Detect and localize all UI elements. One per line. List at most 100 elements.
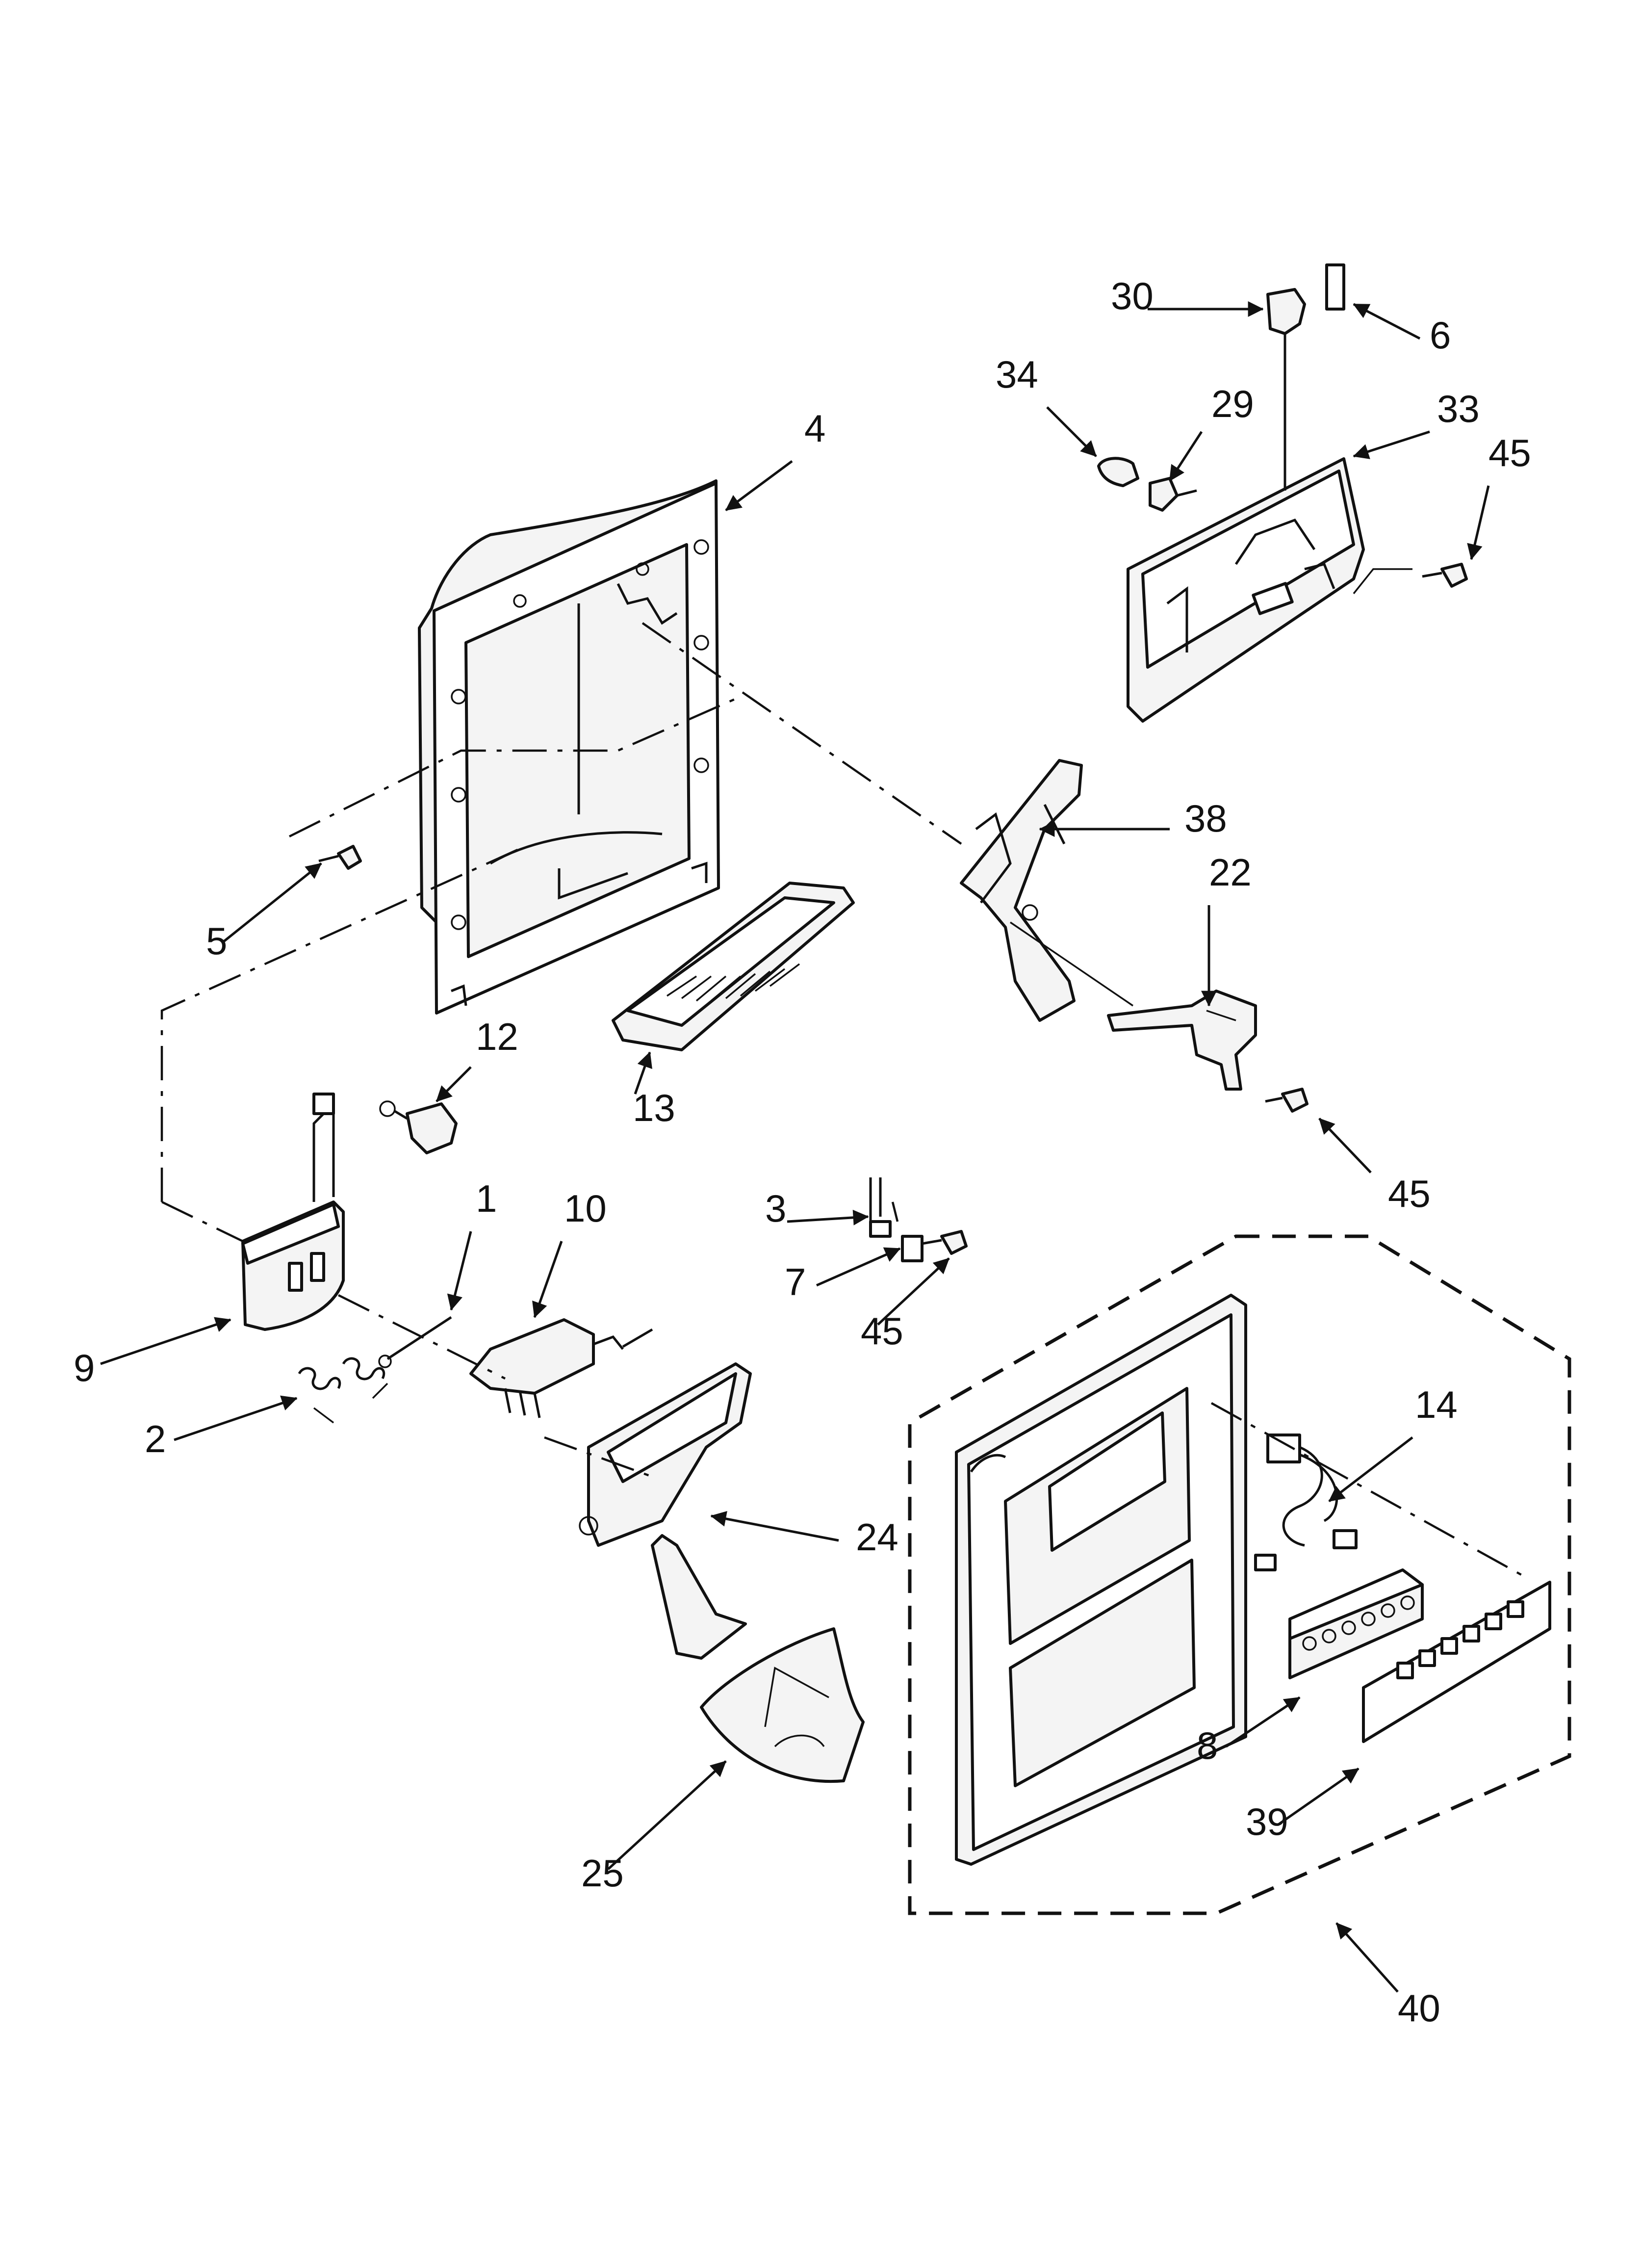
callout-arrow	[1353, 430, 1430, 459]
callout-label: 6	[1430, 313, 1451, 357]
callout-arrow	[1467, 485, 1490, 560]
callout-label: 45	[1388, 1172, 1431, 1215]
part-30-switch	[1266, 288, 1306, 491]
callout-label: 3	[765, 1187, 786, 1230]
callout-label: 2	[145, 1417, 166, 1460]
callout-label: 30	[1111, 274, 1154, 317]
part-9-solenoid	[241, 1093, 345, 1331]
callout-arrow	[1277, 1767, 1360, 1826]
callout-40: 40	[1335, 1922, 1440, 2030]
callout-label: 9	[74, 1346, 95, 1389]
callout-6: 6	[1353, 303, 1451, 357]
callout-45a: 45	[1467, 431, 1531, 560]
callout-2: 2	[145, 1395, 298, 1460]
callout-30: 30	[1111, 274, 1264, 317]
part-34-bulb	[1097, 457, 1139, 487]
callout-label: 4	[804, 407, 825, 450]
callout-arrow	[607, 1760, 727, 1870]
callout-label: 34	[996, 353, 1038, 396]
part-45-screw-right	[1265, 1088, 1308, 1113]
callout-arrow	[1335, 1922, 1399, 1993]
part-2-springs	[298, 1357, 388, 1424]
callout-label: 13	[633, 1086, 675, 1129]
part-6-plate	[1325, 263, 1345, 311]
callout-label: 1	[476, 1177, 497, 1220]
callout-45c: 45	[861, 1257, 950, 1353]
callout-arrow	[1318, 1118, 1372, 1173]
callout-22: 22	[1201, 851, 1252, 1007]
callout-arrow	[710, 1511, 839, 1542]
callout-arrow	[222, 862, 322, 943]
part-5-screw	[318, 845, 362, 870]
part-39-panel	[1362, 1581, 1551, 1743]
callout-arrow	[1225, 1696, 1301, 1748]
callout-45b: 45	[1318, 1118, 1431, 1215]
callout-label: 8	[1197, 1724, 1218, 1767]
part-1-pin	[378, 1316, 452, 1368]
callout-8: 8	[1197, 1696, 1301, 1767]
callout-9: 9	[74, 1317, 231, 1389]
callout-39: 39	[1246, 1767, 1360, 1843]
part-7-shim	[901, 1235, 924, 1262]
part-45-screw-top	[1353, 563, 1468, 595]
callout-arrow	[174, 1395, 298, 1441]
callout-29: 29	[1168, 382, 1254, 482]
callout-7: 7	[785, 1247, 901, 1303]
callout-arrow	[816, 1247, 901, 1287]
callout-label: 45	[1488, 431, 1531, 474]
callout-10: 10	[532, 1187, 607, 1318]
callout-12: 12	[436, 1015, 518, 1102]
callout-arrow	[436, 1066, 472, 1102]
callout-label: 10	[564, 1187, 607, 1230]
callout-label: 14	[1415, 1383, 1458, 1426]
callout-arrow	[100, 1317, 231, 1365]
part-13-grille	[612, 882, 855, 1051]
callout-arrow	[1328, 1436, 1413, 1502]
callout-24: 24	[710, 1511, 898, 1559]
callout-1: 1	[447, 1177, 497, 1311]
callout-3: 3	[765, 1187, 869, 1230]
part-4-housing	[418, 479, 720, 1015]
callout-13: 13	[633, 1051, 675, 1129]
part-22-lever	[1107, 990, 1257, 1091]
part-10-actuator	[469, 1318, 653, 1418]
callout-5: 5	[206, 862, 322, 963]
callout-arrow	[1168, 431, 1203, 482]
callout-38: 38	[1039, 797, 1227, 840]
alignment-lines	[160, 622, 1531, 1581]
callout-label: 29	[1211, 382, 1254, 425]
callout-label: 38	[1184, 797, 1227, 840]
callout-label: 7	[785, 1260, 806, 1303]
callout-label: 39	[1246, 1800, 1288, 1843]
callout-label: 22	[1209, 851, 1252, 894]
callout-34: 34	[996, 353, 1097, 457]
part-12-plunger	[379, 1100, 458, 1154]
callout-arrow	[787, 1209, 869, 1225]
callout-33: 33	[1353, 387, 1480, 459]
callout-4: 4	[725, 407, 825, 512]
callout-arrow	[447, 1231, 472, 1311]
callout-label: 24	[856, 1515, 898, 1559]
callout-label: 45	[861, 1309, 903, 1353]
callout-label: 12	[476, 1015, 518, 1058]
part-25-guide	[700, 1627, 865, 1783]
part-33-bracket	[1127, 457, 1365, 723]
part-24-flap	[579, 1362, 752, 1660]
callout-arrow	[634, 1051, 652, 1095]
callout-arrow	[1353, 303, 1421, 340]
callout-25: 25	[581, 1760, 727, 1895]
callout-label: 33	[1437, 387, 1480, 430]
callout-label: 25	[581, 1851, 624, 1895]
part-3-clip	[869, 1177, 892, 1238]
part-45-screw-mid	[922, 1230, 968, 1255]
callout-14: 14	[1328, 1383, 1458, 1502]
part-40-cover-assembly	[908, 1234, 1571, 1915]
callout-label: 40	[1398, 1986, 1440, 2030]
callout-arrow	[877, 1257, 950, 1326]
part-29-socket	[1149, 477, 1197, 512]
part-8-board	[1288, 1568, 1424, 1679]
callout-arrow	[1046, 406, 1097, 457]
part-38-arm	[960, 759, 1083, 1022]
